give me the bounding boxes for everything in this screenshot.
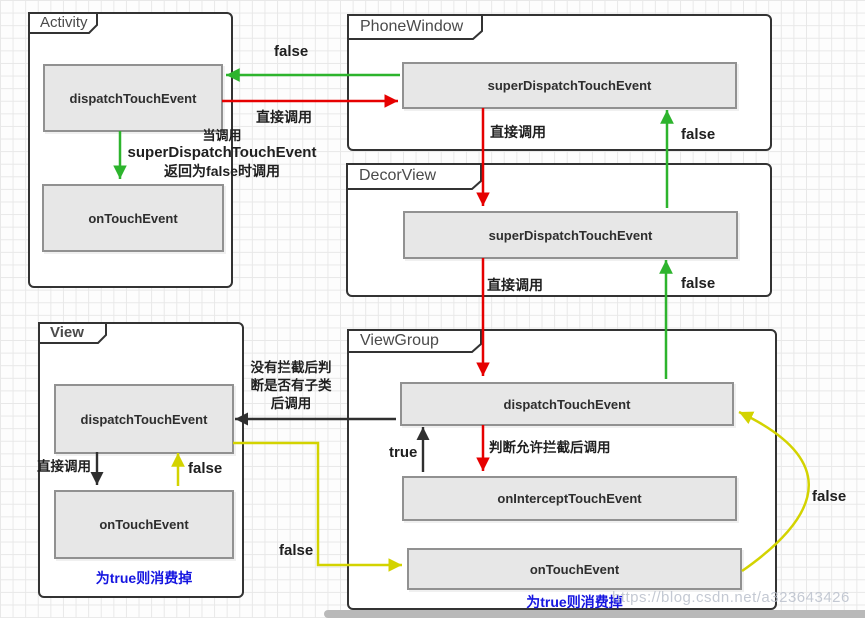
label-true-intercept: true	[389, 444, 418, 461]
label-false-view-internal: false	[188, 460, 223, 477]
decorview-container: DecorView superDispatchTouchEvent	[346, 163, 772, 297]
label-when-call-line2: superDispatchTouchEvent	[127, 144, 317, 162]
label-no-intercept-line2: 断是否有子类	[250, 378, 332, 394]
phonewindow-superdispatchtouchevent-label: superDispatchTouchEvent	[487, 78, 652, 93]
horizontal-scrollbar[interactable]	[324, 610, 865, 618]
decorview-title: DecorView	[359, 167, 437, 184]
label-false-dv-to-pw: false	[681, 126, 716, 143]
phonewindow-tab	[347, 14, 483, 40]
decorview-superdispatchtouchevent-label: superDispatchTouchEvent	[488, 227, 653, 243]
view-consume-note: 为true则消费掉	[95, 570, 193, 586]
viewgroup-ontouchevent-label: onTouchEvent	[529, 561, 620, 577]
label-direct-call-pw-to-dv: 直接调用	[490, 124, 546, 140]
watermark-text: https://blog.csdn.net/a323643426	[612, 589, 850, 606]
phonewindow-title: PhoneWindow	[360, 18, 464, 35]
label-when-call-line3: 返回为false时调用	[164, 163, 280, 179]
label-direct-call-dv-to-vg: 直接调用	[487, 277, 543, 293]
label-direct-call-view: 直接调用	[37, 459, 91, 474]
activity-dispatchtouchevent-node: dispatchTouchEvent	[43, 64, 223, 132]
viewgroup-title: ViewGroup	[360, 332, 439, 349]
view-title: View	[50, 324, 84, 341]
activity-ontouchevent-node: onTouchEvent	[42, 184, 224, 252]
view-container: View dispatchTouchEvent onTouchEvent 为tr…	[38, 322, 244, 598]
label-no-intercept-line1: 没有拦截后判	[250, 360, 332, 375]
label-false-view-to-vg: false	[279, 542, 314, 559]
label-false-pw-to-activity: false	[274, 43, 309, 60]
viewgroup-ontouchevent-node: onTouchEvent	[407, 548, 742, 590]
activity-container: Activity dispatchTouchEvent onTouchEvent	[28, 12, 233, 288]
viewgroup-container: ViewGroup dispatchTouchEvent onIntercept…	[347, 329, 777, 610]
label-false-vg-curve: false	[812, 488, 847, 505]
viewgroup-consume-note: 为true则消费掉	[526, 594, 623, 610]
label-no-intercept-line3: 后调用	[270, 396, 312, 412]
activity-ontouchevent-label: onTouchEvent	[88, 210, 178, 226]
viewgroup-dispatchtouchevent-label: dispatchTouchEvent	[503, 396, 631, 412]
activity-tab	[28, 12, 98, 34]
viewgroup-onintercepttouchevent-node: onInterceptTouchEvent	[402, 476, 737, 521]
label-intercept-after-call: 判断允许拦截后调用	[489, 440, 611, 455]
activity-dispatchtouchevent-label: dispatchTouchEvent	[69, 90, 197, 106]
label-direct-call-activity-to-pw: 直接调用	[256, 109, 312, 125]
view-ontouchevent-label: onTouchEvent	[99, 517, 189, 532]
decorview-superdispatchtouchevent-node: superDispatchTouchEvent	[403, 211, 738, 259]
viewgroup-tab	[347, 329, 482, 353]
activity-title: Activity	[40, 14, 88, 31]
view-ontouchevent-node: onTouchEvent	[54, 490, 234, 559]
view-dispatchtouchevent-node: dispatchTouchEvent	[54, 384, 234, 454]
view-dispatchtouchevent-label: dispatchTouchEvent	[80, 411, 208, 427]
viewgroup-onintercepttouchevent-label: onInterceptTouchEvent	[497, 491, 642, 506]
viewgroup-dispatchtouchevent-node: dispatchTouchEvent	[400, 382, 734, 426]
phonewindow-container: PhoneWindow superDispatchTouchEvent	[347, 14, 772, 151]
view-tab	[38, 322, 107, 344]
label-false-vg-to-dv: false	[681, 275, 716, 292]
label-when-call-block: 当调用 superDispatchTouchEvent 返回为false时调用	[124, 128, 320, 181]
decorview-tab	[346, 163, 482, 190]
label-no-intercept-block: 没有拦截后判 断是否有子类 后调用	[244, 359, 338, 414]
phonewindow-superdispatchtouchevent-node: superDispatchTouchEvent	[402, 62, 737, 109]
label-when-call-line1: 当调用	[202, 128, 242, 143]
